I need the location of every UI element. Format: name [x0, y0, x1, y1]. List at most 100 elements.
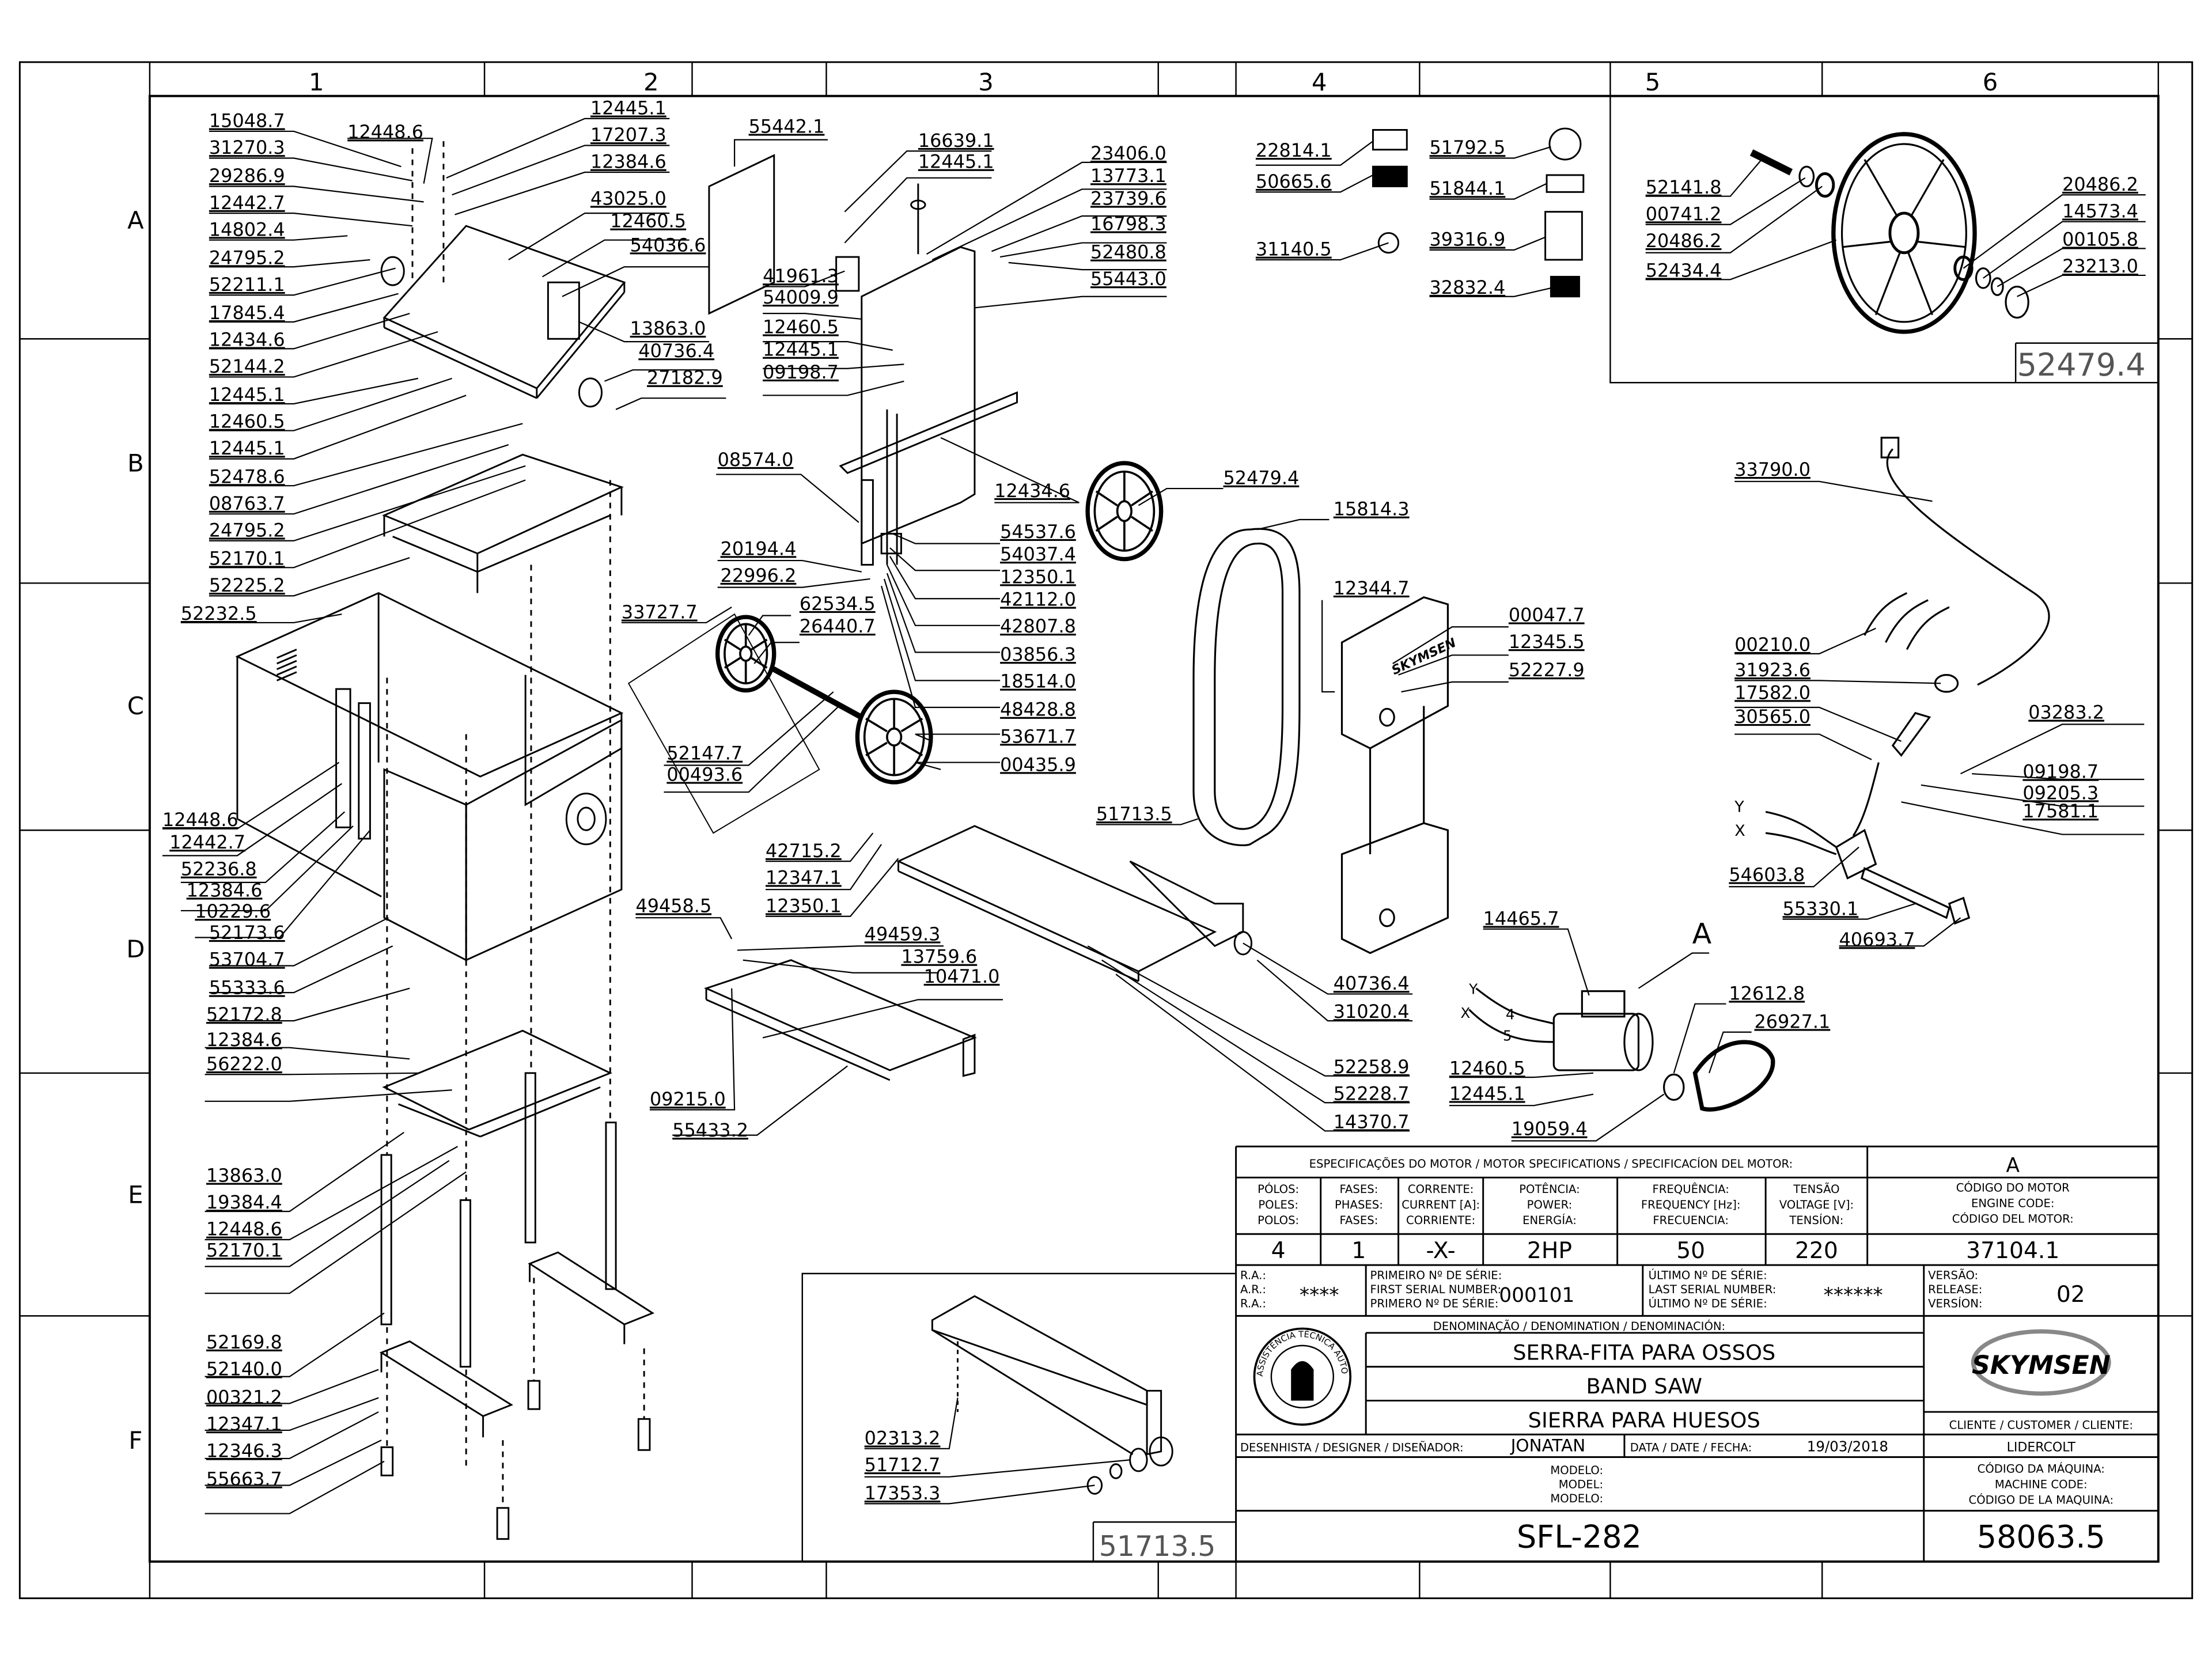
part-label: 23406.0: [1090, 142, 1166, 164]
title-block-lines: [1235, 1145, 2158, 1562]
machine-code: 58063.5: [1977, 1518, 2105, 1555]
part-label: 22996.2: [721, 565, 797, 586]
part-label: 00210.0: [1734, 634, 1810, 656]
part-label: 18514.0: [1000, 671, 1076, 692]
part-label: 51792.5: [1430, 137, 1506, 158]
spec-label-en: POWER:: [1527, 1198, 1573, 1211]
part-label: 53704.7: [209, 949, 285, 971]
spec-label-en: CURRENT [A]:: [1402, 1198, 1480, 1211]
part-label: 22814.1: [1256, 139, 1332, 161]
spec-label-en: FREQUENCY [Hz]:: [1641, 1198, 1741, 1211]
part-label: 13773.1: [1090, 165, 1166, 187]
part-label: 54037.4: [1000, 543, 1076, 565]
part-label: 09205.3: [2022, 782, 2099, 804]
part-label: 40736.4: [1334, 972, 1410, 994]
motor-wire-letter: Y: [1468, 981, 1478, 998]
part-label: 12445.1: [918, 151, 994, 173]
machine-code-label-es: CÓDIGO DE LA MAQUINA:: [1969, 1493, 2114, 1506]
part-label: 00047.7: [1509, 604, 1585, 626]
part-label: 10229.6: [195, 900, 271, 922]
part-label: 52173.6: [209, 922, 285, 944]
part-label: 55330.1: [1783, 897, 1859, 919]
spec-label-en: VOLTAGE [V]:: [1779, 1198, 1854, 1211]
part-label: 54009.9: [763, 286, 839, 308]
wheels-drawing: [627, 461, 1164, 834]
part-label: 52144.2: [209, 355, 285, 377]
last-serial-label-en: LAST SERIAL NUMBER:: [1649, 1283, 1777, 1296]
part-label: 43025.0: [590, 187, 666, 209]
spec-label-en: PHASES:: [1335, 1198, 1383, 1211]
spec-label-es: TENSÍON:: [1789, 1214, 1843, 1227]
part-label: 12346.3: [206, 1440, 282, 1462]
part-label: 49459.3: [865, 923, 941, 945]
part-label: 00105.8: [2062, 228, 2138, 250]
part-label: 12448.6: [206, 1218, 282, 1240]
part-label: 16798.3: [1090, 213, 1166, 235]
part-label: 20486.2: [2062, 173, 2138, 195]
motor-code-letter: A: [2006, 1154, 2020, 1177]
part-label: 56222.0: [206, 1053, 282, 1075]
part-label: 12347.1: [206, 1413, 282, 1435]
decal-icons: [1372, 127, 1585, 298]
wire-letter: Y: [1734, 798, 1744, 816]
part-label: 31140.5: [1256, 238, 1332, 260]
spec-value: 4: [1271, 1238, 1286, 1264]
grid-row-C: C: [127, 692, 144, 720]
drawing-frame: [18, 61, 2194, 1600]
part-label: 52141.8: [1646, 176, 1722, 198]
spec-label-es: ENERGÍA:: [1522, 1214, 1577, 1227]
first-serial-label-pt: PRIMEIRO Nº DE SÉRIE:: [1370, 1269, 1502, 1282]
ra-label-2: A.R.:: [1240, 1283, 1266, 1296]
decal-51844-icon: [1546, 174, 1585, 193]
detail-ref-guard: 51713.5: [1099, 1529, 1216, 1563]
motor-code: 37104.1: [1966, 1238, 2059, 1264]
motor-wire-letter: 4: [1506, 1006, 1515, 1023]
part-label: 12384.6: [187, 879, 263, 901]
part-label: 52172.8: [206, 1003, 282, 1025]
part-label: 55442.1: [749, 115, 825, 137]
blade-guard-drawing: [1340, 596, 1449, 955]
wheel-detail-box: [1609, 95, 2160, 384]
saw-column-drawing: [708, 154, 1018, 566]
part-label: 52478.6: [209, 465, 285, 487]
product-name-es: SIERRA PARA HUESOS: [1528, 1408, 1760, 1433]
part-label: 12445.1: [763, 339, 839, 361]
part-label: 20194.4: [721, 537, 797, 559]
spec-label-pt: FREQUÊNCIA:: [1653, 1183, 1729, 1196]
part-label: 52434.4: [1646, 259, 1722, 281]
part-label: 52170.1: [206, 1239, 282, 1261]
detail-letter-motor: A: [1692, 916, 1712, 950]
spec-value: -X-: [1426, 1238, 1456, 1264]
motor-wire-letter: 5: [1503, 1027, 1512, 1044]
part-label: 55443.0: [1090, 268, 1166, 290]
part-label: 51844.1: [1430, 177, 1506, 199]
part-label: 16639.1: [918, 130, 994, 151]
brand-logo: SKYMSEN: [1971, 1329, 2111, 1396]
part-label: 23739.6: [1090, 187, 1166, 209]
detail-ref-wheel: 52479.4: [2017, 347, 2146, 383]
model-label-en: MODEL:: [1559, 1478, 1603, 1491]
grid-row-D: D: [126, 935, 145, 963]
part-label: 12344.7: [1334, 577, 1410, 599]
part-label: 13863.0: [206, 1165, 282, 1187]
decal-51792-icon: [1548, 127, 1582, 161]
part-label: 09198.7: [763, 361, 839, 383]
part-label: 30565.0: [1734, 706, 1810, 728]
vent-slots: [276, 649, 297, 681]
grid-row-A: A: [127, 206, 144, 234]
part-label: 12442.7: [169, 831, 245, 853]
part-label: 32832.4: [1430, 276, 1506, 298]
grid-column-5: 5: [1645, 68, 1661, 96]
last-serial: ******: [1824, 1284, 1883, 1307]
part-label: 12434.6: [994, 480, 1070, 502]
part-label: 40736.4: [638, 340, 714, 362]
part-label: 54603.8: [1729, 863, 1805, 885]
part-label: 23213.0: [2062, 255, 2138, 277]
spec-label-pt: POTÊNCIA:: [1519, 1183, 1580, 1196]
motor-code-label-en: ENGINE CODE:: [1971, 1197, 2055, 1210]
part-label: 19059.4: [1512, 1118, 1588, 1140]
part-label: 12448.6: [162, 809, 238, 831]
part-label: 52236.8: [181, 858, 257, 880]
part-label: 42807.8: [1000, 615, 1076, 637]
product-name-en: BAND SAW: [1586, 1374, 1702, 1399]
